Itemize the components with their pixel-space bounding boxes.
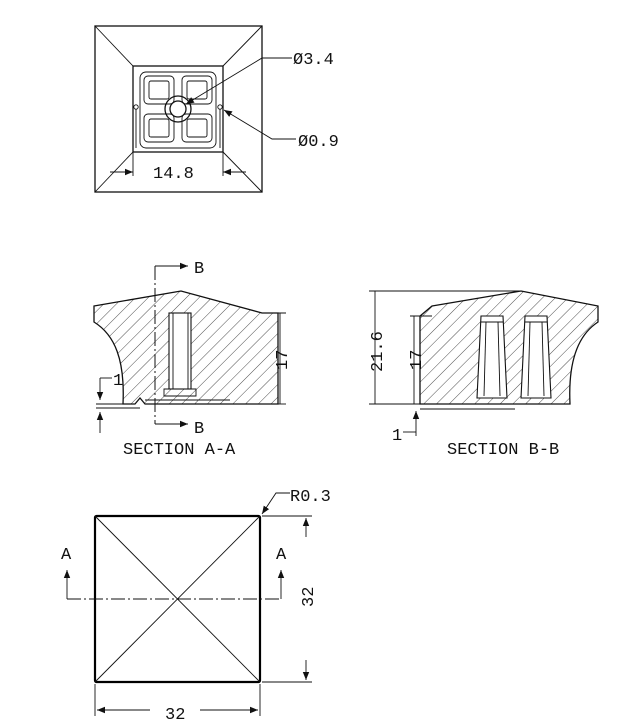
cut-label-b-top: B xyxy=(194,260,204,279)
section-bb-boss-left xyxy=(476,315,508,399)
corner-radius-leader xyxy=(261,492,290,515)
front-view-height-label: 32 xyxy=(300,587,319,607)
section-bb-overall-height-label: 21.6 xyxy=(369,331,388,372)
front-view: R0.3 A A 32 32 xyxy=(61,488,331,725)
top-view-outer-square xyxy=(94,25,263,193)
section-aa: B B 17 1 SECTION A-A xyxy=(93,260,293,460)
section-bb: 21.6 17 1 SECTION B-B xyxy=(369,290,599,460)
cut-label-b-bottom: B xyxy=(194,420,204,439)
top-view-socket-outline xyxy=(139,71,217,149)
center-hole xyxy=(164,95,192,123)
corner-radius-label: R0.3 xyxy=(290,488,331,507)
front-view-width-label: 32 xyxy=(165,706,185,725)
section-bb-inner-height-label: 17 xyxy=(408,350,427,370)
section-aa-height-label: 17 xyxy=(274,350,293,370)
top-view-inner-square xyxy=(132,65,224,153)
inner-width-label: 14.8 xyxy=(153,165,194,184)
pin-diameter-label: Ø0.9 xyxy=(298,133,339,152)
cut-label-a-left: A xyxy=(61,546,72,565)
section-bb-boss-right xyxy=(520,315,552,399)
section-bb-step-label: 1 xyxy=(392,427,402,446)
pin-diameter-leader xyxy=(223,109,296,140)
section-bb-title: SECTION B-B xyxy=(447,441,559,460)
section-aa-step-label: 1 xyxy=(113,372,123,391)
section-bb-body xyxy=(419,290,599,405)
cut-label-a-right: A xyxy=(276,546,287,565)
pin-right xyxy=(217,104,223,110)
hole-diameter-label: Ø3.4 xyxy=(293,51,334,70)
hole-diameter-leader xyxy=(185,57,292,105)
pin-left xyxy=(133,104,139,110)
section-aa-title: SECTION A-A xyxy=(123,441,236,460)
top-view: Ø3.4 Ø0.9 14.8 xyxy=(94,25,339,193)
